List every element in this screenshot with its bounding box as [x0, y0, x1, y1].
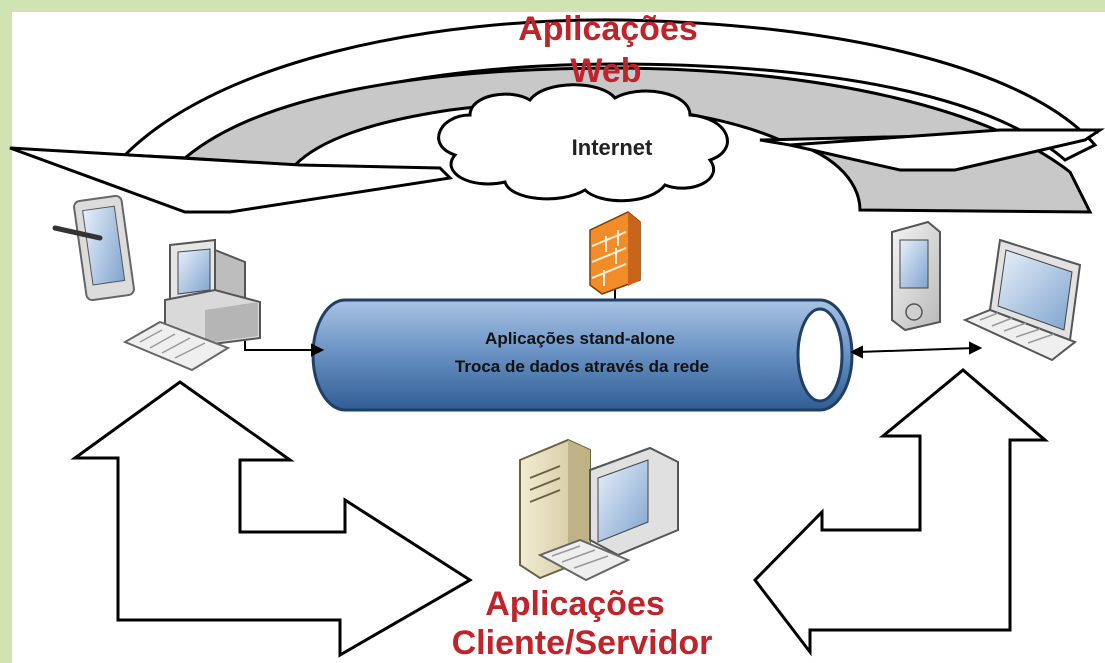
tube-label-line2: Troca de dados através da rede: [455, 357, 709, 376]
cs-title-line2: Cliente/Servidor: [452, 624, 713, 662]
internet-label: Internet: [572, 135, 653, 160]
server-icon: [519, 438, 679, 582]
connector-right: [849, 341, 983, 359]
tube-label-line1: Aplicações stand-alone: [485, 329, 675, 348]
client-server-arrow-left: [70, 380, 473, 658]
network-tube: [311, 298, 854, 412]
client-server-arrow-right: [753, 368, 1050, 657]
cs-title-line1: Aplicações: [485, 585, 665, 623]
web-title-line2: Web: [570, 52, 641, 90]
web-title-line1: Aplicações: [518, 10, 698, 48]
pda-icon: [891, 220, 941, 332]
tablet-icon: [52, 194, 135, 302]
laptop-icon: [962, 238, 1082, 362]
firewall-icon: [589, 211, 641, 295]
internet-cloud-icon: [437, 83, 729, 203]
desktop-icon: [122, 238, 261, 372]
web-arc-arrow: [9, 18, 1105, 214]
